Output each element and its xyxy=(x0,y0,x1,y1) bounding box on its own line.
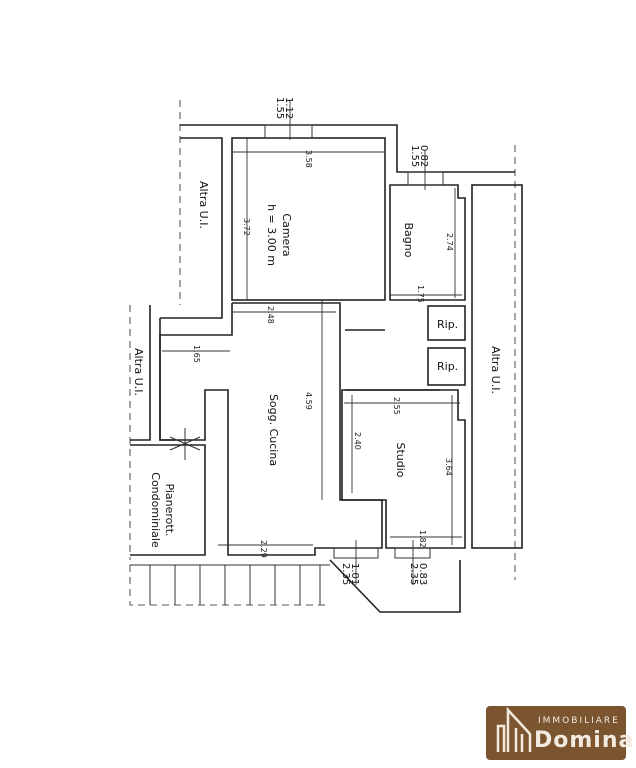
dim-sogg-height: 4.59 xyxy=(304,392,313,410)
camera-window-height: 1.55 xyxy=(274,97,285,119)
bagno-room xyxy=(389,184,466,301)
label-studio: Studio xyxy=(394,442,407,477)
company-logo: IMMOBILIARE Domina xyxy=(486,706,633,760)
logo-subtitle: IMMOBILIARE xyxy=(538,716,620,726)
label-camera: Camera xyxy=(280,213,293,256)
dim-bagno-width: 1.75 xyxy=(416,285,425,303)
bagno-window xyxy=(407,171,444,186)
corridor-walls xyxy=(345,329,440,391)
label-camera-height: h = 3.00 m xyxy=(265,204,278,266)
dim-sogg-bottom: 2.29 xyxy=(259,540,268,558)
studio-window xyxy=(394,547,431,559)
dim-camera-width: 3.58 xyxy=(304,150,313,168)
soggiorno-room xyxy=(159,302,383,556)
building-logo-icon xyxy=(496,706,532,752)
dim-bagno-height: 2.74 xyxy=(445,233,454,251)
dimension-lines xyxy=(162,100,462,585)
dim-studio-h1: 2.40 xyxy=(353,432,362,450)
rip-1-room xyxy=(427,305,466,341)
dim-studio-h2: 3.64 xyxy=(444,458,453,476)
boundary-lines xyxy=(129,100,516,606)
rip-2-room xyxy=(427,347,466,386)
studio-window-width: 0.83 xyxy=(417,563,428,585)
label-altra-right: Altra U.I. xyxy=(489,346,502,394)
pianerottolo-area xyxy=(130,444,206,556)
outer-wall-top xyxy=(180,124,515,173)
altra-right-block xyxy=(471,184,523,549)
label-rip-1: Rip. xyxy=(437,318,458,331)
balcony xyxy=(329,559,461,613)
label-rip-2: Rip. xyxy=(437,360,458,373)
label-altra-left-mid: Altra U.I. xyxy=(132,348,145,396)
bagno-window-height: 1.55 xyxy=(409,145,420,167)
studio-room xyxy=(341,389,466,549)
cucina-window-height: 2.35 xyxy=(340,563,351,585)
camera-window xyxy=(264,124,313,139)
cucina-window-width: 1.01 xyxy=(349,563,360,585)
dim-sogg-top: 2.48 xyxy=(266,306,275,324)
bagno-window-width: 0.82 xyxy=(418,145,429,167)
studio-window-height: 2.35 xyxy=(408,563,419,585)
label-altra-left-top: Altra U.I. xyxy=(197,181,210,229)
label-soggiorno: Sogg. Cucina xyxy=(267,394,280,466)
dim-camera-height: 3.72 xyxy=(242,218,251,236)
wall-altra-left xyxy=(160,137,223,319)
label-bagno: Bagno xyxy=(402,223,415,258)
camera-window-width: 1.12 xyxy=(283,97,294,119)
logo-name: Domina xyxy=(534,728,635,753)
dim-studio-bottom: 1.82 xyxy=(418,530,427,548)
label-pianerottolo-1: Pianerott. xyxy=(163,483,176,536)
entrance-door-icon xyxy=(169,428,201,460)
dim-sogg-left: 1.65 xyxy=(192,345,201,363)
label-pianerottolo-2: Condominiale xyxy=(149,472,162,548)
stairs xyxy=(130,564,330,605)
dim-studio-width: 2.55 xyxy=(392,397,401,415)
